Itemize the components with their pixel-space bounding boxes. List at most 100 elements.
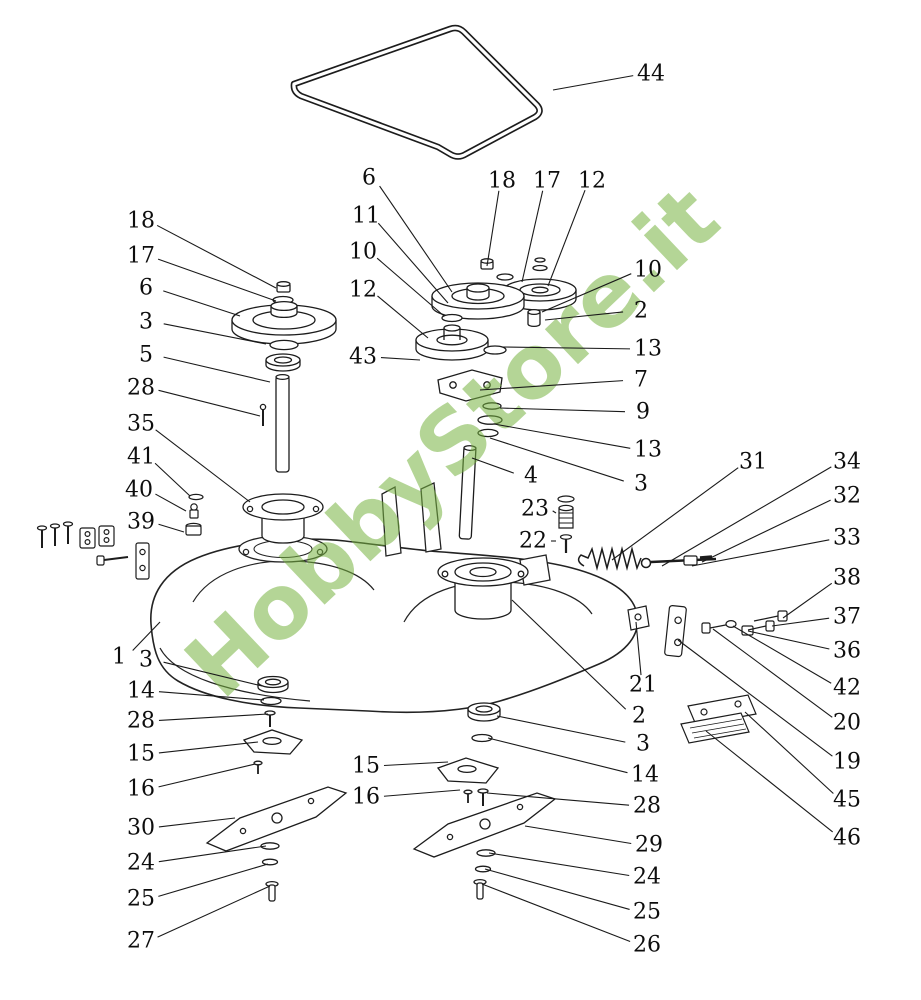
leader-line-17 [157,258,277,302]
leader-line-12 [547,190,586,287]
callout-17: 17 [533,169,561,194]
washer [441,313,463,323]
leader-line-9 [499,407,626,413]
washer [557,495,575,503]
drive-belt [290,24,543,160]
deck-fin [381,485,402,557]
callout-24: 24 [127,851,155,876]
nut [741,625,754,636]
belt-outer-line [290,24,543,160]
leader-line-4 [471,457,514,474]
belt-inner-line [292,26,542,159]
leader-line-39 [158,523,185,533]
left-blade-assembly [205,675,348,902]
leader-line-25 [484,868,630,910]
callout-34: 34 [833,450,861,475]
leader-line-26 [481,883,631,943]
callout-7: 7 [634,368,648,393]
leader-line-1 [132,621,161,651]
leader-line-23 [552,510,557,514]
screw-head [253,760,263,766]
leader-line-6 [163,290,241,317]
leader-line-24 [488,852,630,877]
pulley-hub [466,283,490,293]
callout-2: 2 [634,299,648,324]
nut [185,525,202,536]
washer [476,849,496,857]
callout-2: 2 [632,704,646,729]
callout-5: 5 [139,343,153,368]
callout-42: 42 [833,676,861,701]
washer [471,733,493,743]
leader-line-27 [157,885,271,938]
washer [261,858,279,866]
leader-line-40 [155,493,187,512]
callout-3: 3 [636,732,650,757]
leader-line-14 [487,737,628,774]
leader-line-13 [501,346,631,350]
leader-line-2 [511,599,627,710]
bearing [257,675,289,689]
bolt-head [96,555,105,566]
leader-line-2 [544,311,624,321]
leader-line-41 [154,462,191,497]
leader-line-37 [771,617,830,627]
pin-head [477,788,489,794]
leader-line-35 [155,429,251,503]
plate [135,542,150,580]
callout-15: 15 [127,742,155,767]
leader-line-32 [701,499,831,563]
washer [496,273,514,281]
callout-13: 13 [634,337,662,362]
spacer [527,308,541,316]
leader-line-10 [541,273,632,313]
leader-line-36 [747,630,830,650]
callout-22: 22 [519,529,547,554]
callout-43: 43 [349,345,377,370]
callout-11: 11 [352,204,380,229]
deck-fin [420,482,442,553]
pulley-hub [270,300,298,312]
callout-25: 25 [127,887,155,912]
callout-1: 1 [112,645,126,670]
callout-35: 35 [127,412,155,437]
callout-25: 25 [633,900,661,925]
callout-26: 26 [633,933,661,958]
left-hardware-group [36,493,204,580]
washer [188,493,204,501]
bolt-head [701,622,711,634]
leader-line-30 [158,817,236,828]
spring-eye [640,557,652,569]
plate-upper [687,694,757,726]
leader-line-3 [163,323,267,345]
callout-23: 23 [521,497,549,522]
washer [477,415,503,425]
leader-line-28 [486,792,630,806]
bolt-head [62,521,74,527]
bolt-head [36,525,48,531]
bearing [467,702,501,716]
leader-line-15 [158,741,259,754]
leader-line-34 [661,466,832,567]
leader-line-14 [158,691,265,701]
bearing [265,353,301,367]
leader-line-16 [158,763,256,788]
blade-holder [242,729,304,755]
callout-14: 14 [631,763,659,788]
callout-15: 15 [352,754,380,779]
callout-39: 39 [127,510,155,535]
tension-spring-group [577,546,717,571]
leader-line-16 [383,789,461,797]
callout-4: 4 [524,464,538,489]
leader-line-43 [380,356,421,361]
leader-line-25 [158,863,269,897]
leader-line-11 [377,222,449,304]
blade-holder [436,757,500,784]
callout-10: 10 [634,258,662,283]
callout-38: 38 [833,566,861,591]
leader-line-7 [479,380,624,391]
right-blade-assembly [412,702,557,900]
leader-line-38 [782,582,833,619]
